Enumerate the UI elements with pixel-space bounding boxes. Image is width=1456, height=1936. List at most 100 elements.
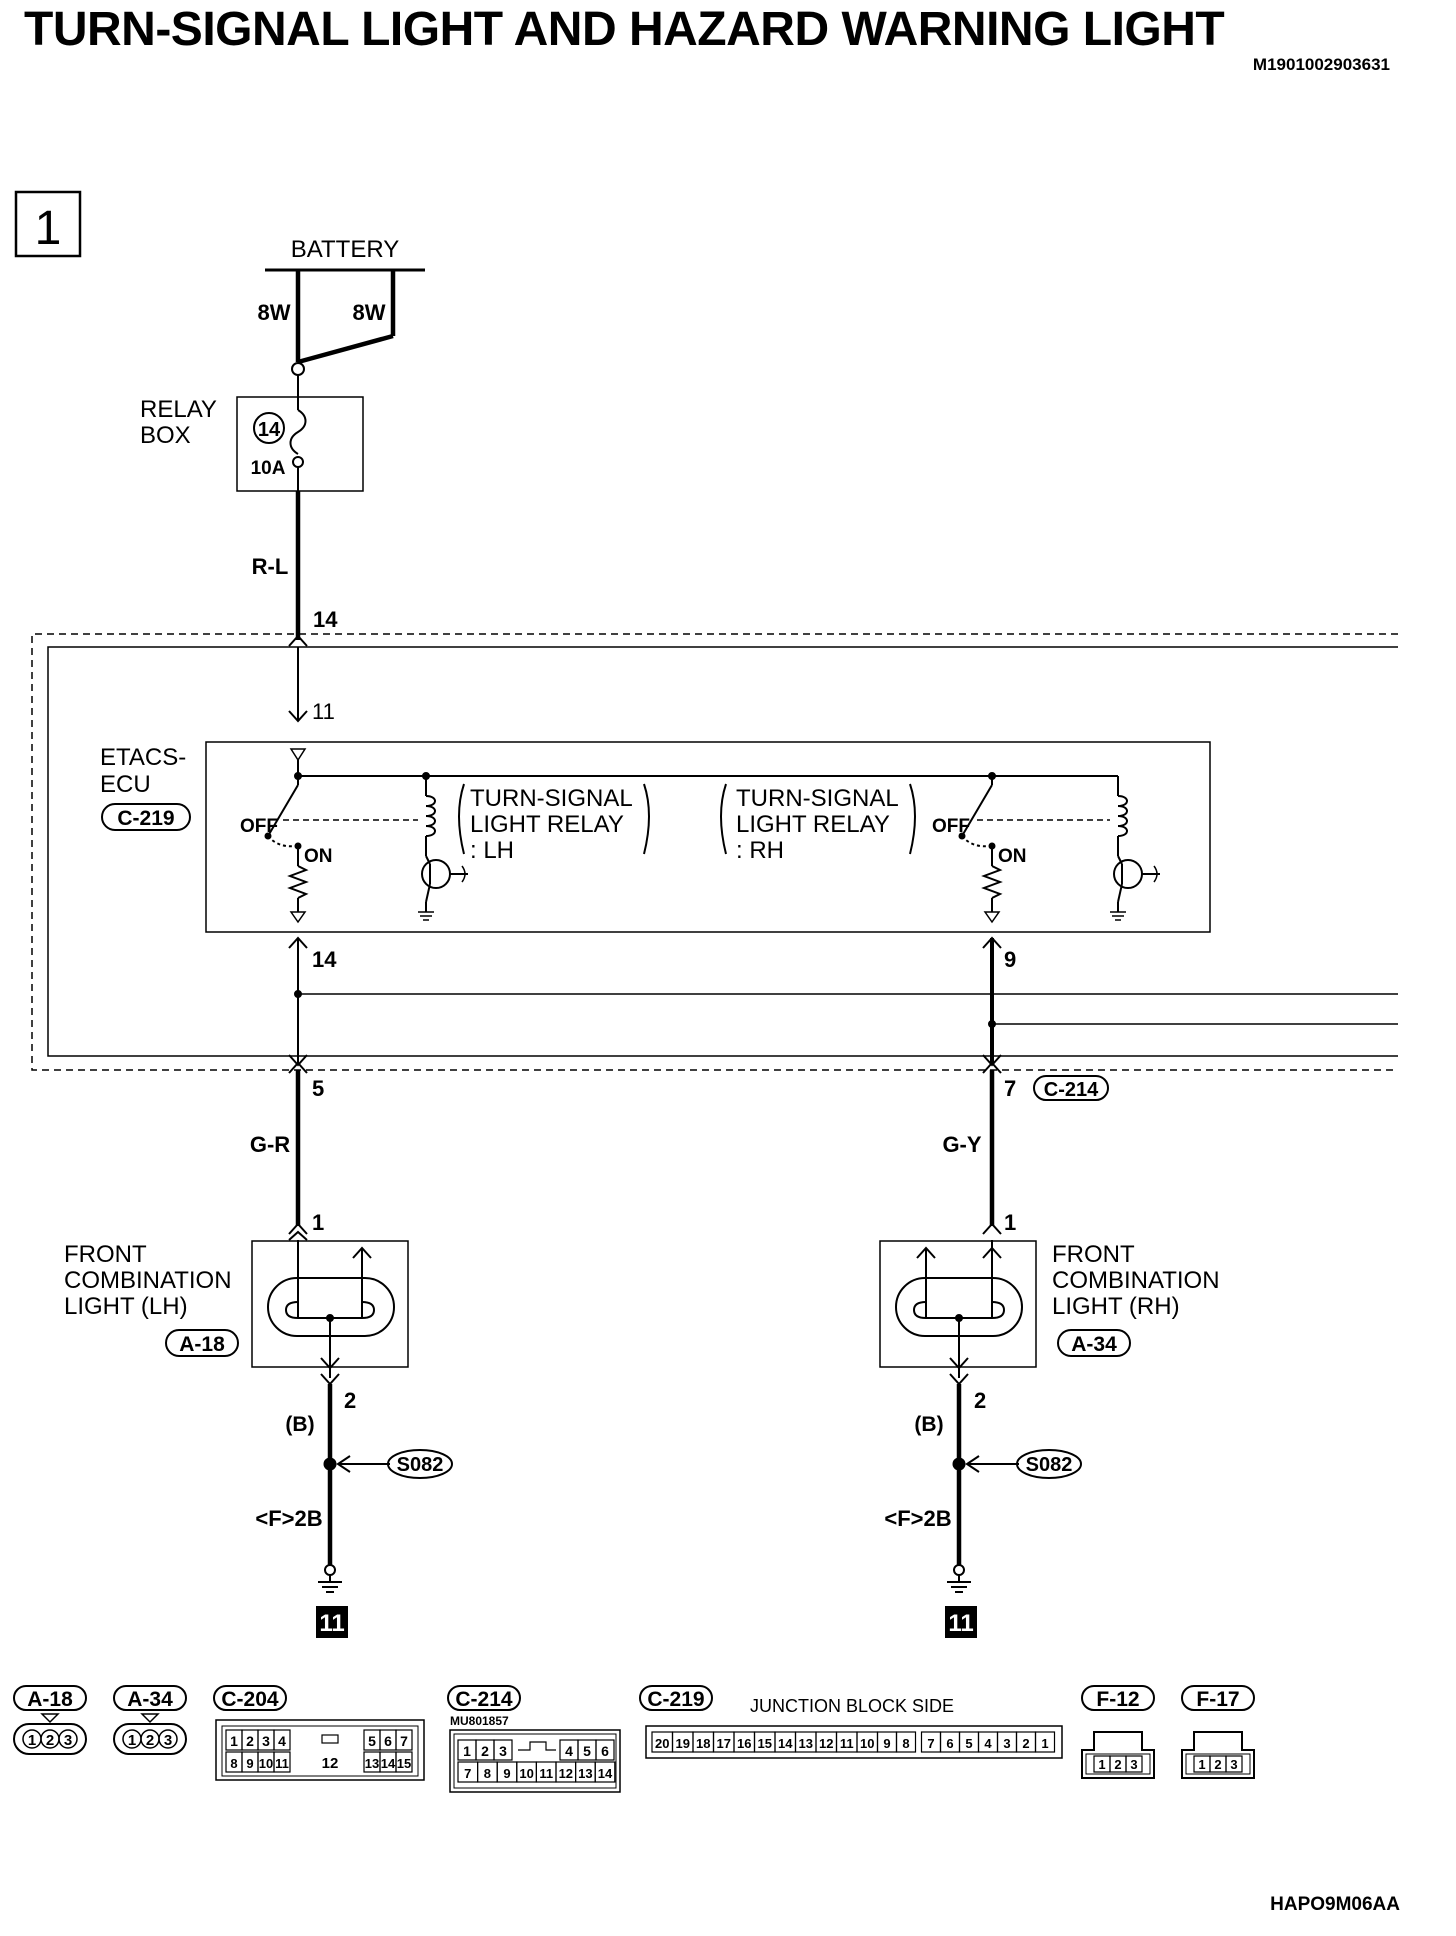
pin-number: 10 [259,1756,273,1771]
page-ref-lh[interactable]: 11 [319,1610,344,1637]
c214-tag [1033,1075,1109,1101]
pin-cell [594,1761,616,1783]
front-lh-line3: LIGHT (LH) [64,1293,188,1320]
pin-circle [158,1729,178,1749]
etacs-connector: C-219 [117,807,174,830]
pin-number: 14 [778,1736,793,1751]
page-marker: 1 [35,202,62,255]
pin-number: 13 [578,1766,592,1781]
battery-wire-right: 8W [353,300,386,325]
pin-cell [395,1729,413,1751]
legend-c219-side: JUNCTION BLOCK SIDE [750,1696,954,1716]
pin-number: 1 [128,1732,136,1749]
front-rh-line1: FRONT [1052,1241,1135,1268]
pin-cell [493,1739,513,1761]
battery-wire-left: 8W [258,300,291,325]
relay-lh-line1: TURN-SIGNAL [470,785,633,812]
connector-body [1081,1731,1155,1779]
pin-cell [1034,1731,1056,1753]
pin-ecu-in: 11 [312,699,335,724]
pin-number: 8 [484,1766,491,1781]
connector-body [113,1723,187,1755]
pin-cell [595,1739,615,1761]
page-ref-box-lh [316,1606,348,1638]
pin-number: 18 [696,1736,710,1751]
key-icon [140,1713,160,1724]
front-lh-line2: COMBINATION [64,1267,232,1294]
legend-c204-label: C-204 [221,1688,279,1711]
ground-lh-point: <F>2B [255,1506,322,1531]
pin-number: 7 [464,1766,471,1781]
relay-box-label-2: BOX [140,422,191,449]
figure-id: HAPO9M06AA [1270,1894,1400,1915]
pin-number: 6 [601,1743,609,1759]
pin-number: 8 [230,1756,237,1771]
pin-number: 12 [559,1766,573,1781]
pin-ecu-out-rh: 9 [1004,947,1016,972]
pin-cell [273,1751,291,1773]
pin-number: 17 [717,1736,731,1751]
connector-body [215,1719,425,1781]
pin-number: 1 [463,1743,471,1759]
key-icon [40,1713,60,1724]
a18-tag [165,1329,239,1357]
page-title: TURN-SIGNAL LIGHT AND HAZARD WARNING LIG… [24,3,1225,56]
relay-rh-line1: TURN-SIGNAL [736,785,899,812]
pin-number: 7 [400,1733,408,1749]
fuse-number: 14 [258,419,281,441]
pin-number: 3 [1130,1757,1137,1772]
junction-block [31,633,1398,1071]
battery-label: BATTERY [291,236,399,263]
legend-a18-label: A-18 [27,1688,73,1711]
pin-number: 2 [1214,1757,1221,1772]
legend-c219-label: C-219 [647,1688,704,1711]
legend-c214-label: C-214 [455,1688,513,1711]
relay-rh-line2: LIGHT RELAY [736,811,890,838]
pin-number: 3 [1230,1757,1237,1772]
pin-number: 9 [883,1736,890,1751]
pin-number: 4 [565,1743,573,1759]
pin-number: 15 [397,1756,411,1771]
pin-number: 14 [598,1766,613,1781]
front-combination-light-lh [251,1222,409,1386]
wire-rl-label: R-L [252,554,289,579]
relay-lh-line2: LIGHT RELAY [470,811,624,838]
legend-f17-label: F-17 [1196,1688,1239,1711]
ground-rh-wire: (B) [914,1413,943,1436]
pin-number: 13 [799,1736,813,1751]
pin-number: 11 [275,1756,289,1771]
etacs-ecu-box [205,741,1211,933]
connector-inner [221,1725,419,1777]
pin-number: 3 [164,1732,172,1749]
pin-number: 9 [503,1766,510,1781]
etacs-label-1: ETACS- [100,744,186,771]
front-rh-line2: COMBINATION [1052,1267,1220,1294]
relay-rh-off: OFF [932,816,970,837]
pin-jb-in: 14 [313,607,338,632]
pin-circle [58,1729,78,1749]
pin-number: 2 [1022,1736,1029,1751]
latch [321,1734,339,1744]
connector-body [449,1729,621,1793]
pin-ecu-out-lh: 14 [312,947,337,972]
pin-number: 10 [860,1736,874,1751]
pin-lamp-rh-in: 1 [1004,1210,1016,1235]
pin-number: 6 [384,1733,392,1749]
relay-box-label-1: RELAY [140,396,217,423]
ground-lh-wire: (B) [285,1413,314,1436]
pin-number: 6 [946,1736,953,1751]
connector-inner [453,1733,617,1789]
connector-body [13,1723,87,1755]
connector-body [1181,1731,1255,1779]
pin-cell [895,1731,917,1753]
ground-rh-point: <F>2B [884,1506,951,1531]
ground-path-rh [947,1384,1082,1593]
relay-rh-line3: : RH [736,837,784,864]
page-ref-rh[interactable]: 11 [948,1610,973,1637]
pin-number: 3 [64,1732,72,1749]
